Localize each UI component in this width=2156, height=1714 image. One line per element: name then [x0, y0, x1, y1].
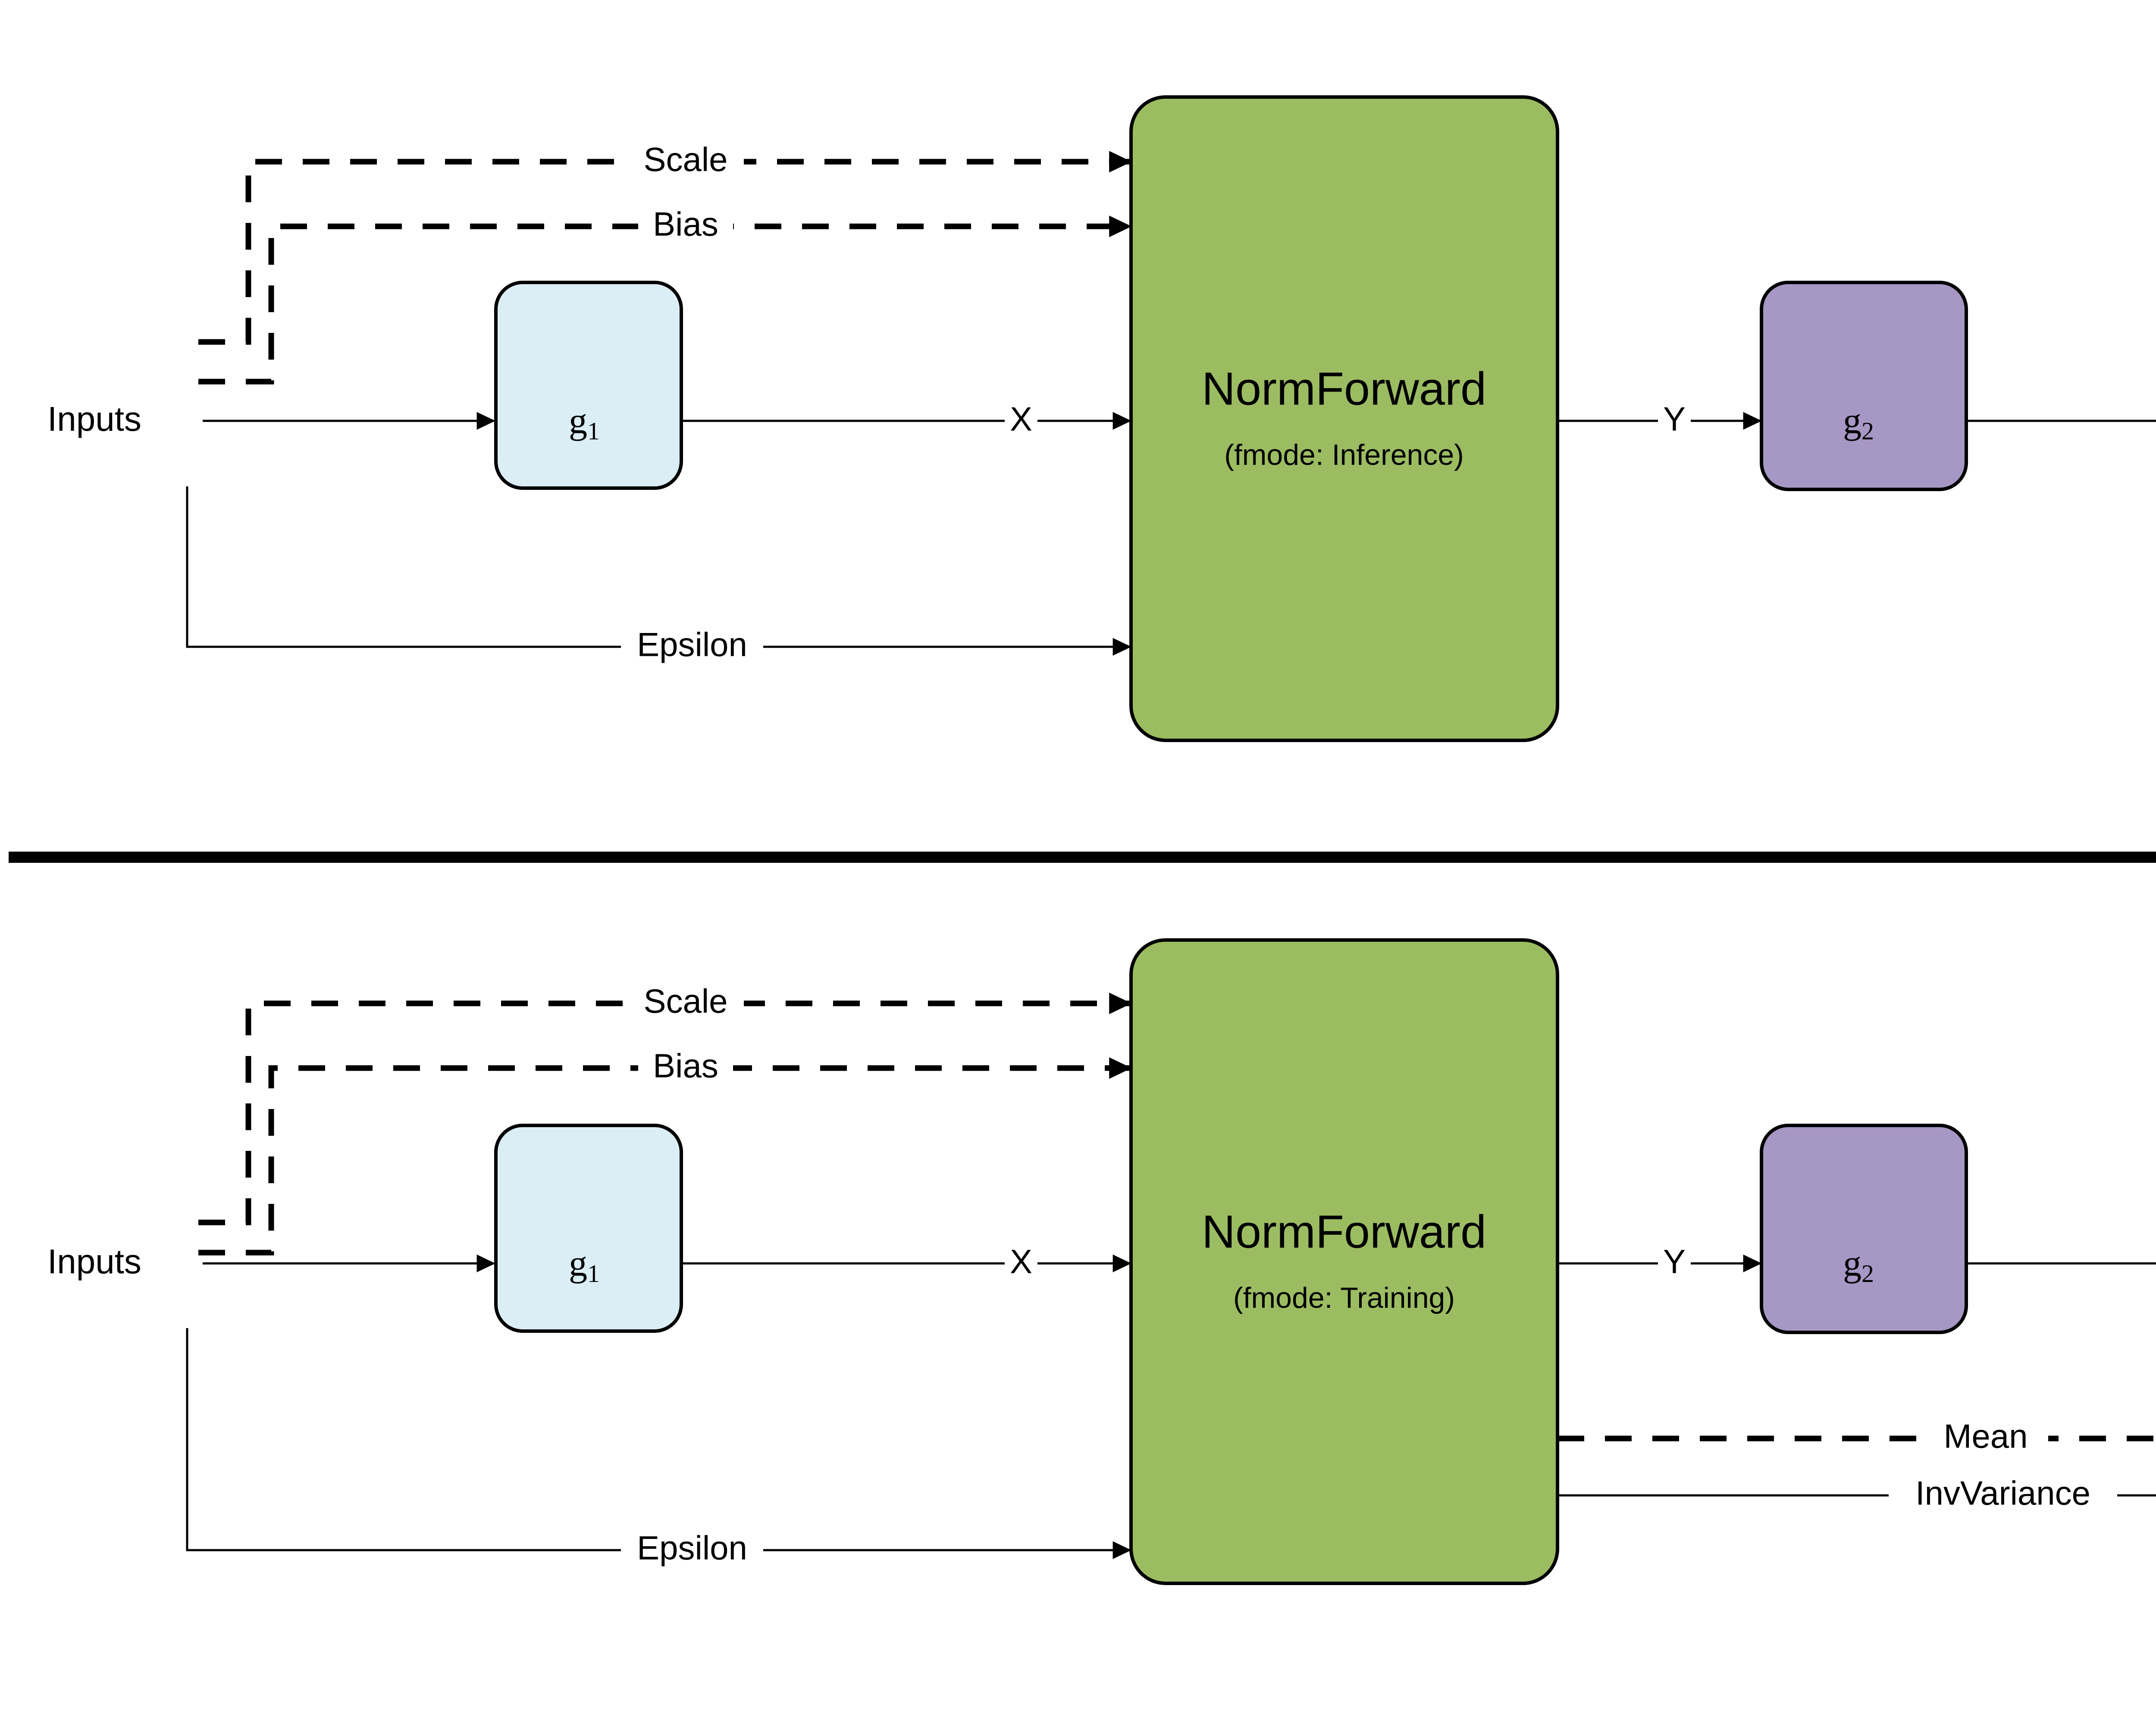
label-y-inference: Y: [1663, 400, 1686, 438]
node-post-inference[interactable]: [1760, 281, 1968, 491]
label-epsilon-training: Epsilon: [637, 1529, 747, 1567]
label-scale-inference: Scale: [643, 141, 727, 179]
label-bias-inference: Bias: [653, 205, 718, 243]
label-pre-node-base: g: [569, 400, 587, 441]
edge-scale-training: [198, 992, 1132, 1225]
edge-epsilon-training: [186, 1328, 1131, 1559]
label-scale-training: Scale: [643, 982, 727, 1020]
label-pre-node-subscript-training: 1: [587, 1260, 600, 1288]
node-pre-training[interactable]: [494, 1124, 683, 1333]
edge-bias-inference: [198, 215, 1132, 385]
label-post-node-training: g2: [1843, 1242, 1874, 1288]
node-normforward-training[interactable]: [1129, 938, 1559, 1585]
label-mean-training: Mean: [1943, 1417, 2028, 1455]
label-normforward-subtitle-training: (fmode: Training): [1233, 1282, 1455, 1314]
label-x-training: X: [1010, 1243, 1032, 1281]
label-x-inference: X: [1010, 400, 1032, 438]
label-epsilon-inference: Epsilon: [637, 626, 747, 664]
node-normforward-inference[interactable]: [1129, 95, 1559, 742]
label-post-node-inference: g2: [1843, 400, 1874, 445]
label-y-training: Y: [1663, 1243, 1686, 1281]
label-normforward-title-inference: NormForward: [1202, 363, 1486, 415]
label-pre-node-inference: g1: [569, 400, 600, 445]
label-post-node-base-training: g: [1843, 1242, 1861, 1284]
node-post-training[interactable]: [1760, 1124, 1968, 1334]
label-post-node-subscript-training: 2: [1861, 1260, 1874, 1288]
label-post-node-subscript: 2: [1861, 417, 1874, 445]
label-pre-node-training: g1: [569, 1242, 600, 1288]
label-pre-node-base-training: g: [569, 1242, 587, 1284]
label-bias-training: Bias: [653, 1047, 718, 1085]
label-normforward-subtitle-inference: (fmode: Inference): [1224, 439, 1464, 471]
label-post-node-base: g: [1843, 400, 1861, 441]
edge-epsilon-inference: [186, 486, 1131, 656]
panel-divider: [9, 852, 2156, 863]
label-invvariance-training: InvVariance: [1915, 1474, 2090, 1512]
label-inputs-inference: Inputs: [47, 400, 141, 438]
label-inputs-training: Inputs: [47, 1242, 141, 1281]
panel-inference: Inputs Scale Bias Epsilon X Y NormForwar…: [47, 95, 2156, 742]
label-pre-node-subscript: 1: [587, 417, 600, 445]
panel-training: Inputs Scale Bias Epsilon X Y Mean InvVa…: [47, 938, 2156, 1585]
node-pre-inference[interactable]: [494, 281, 683, 490]
label-normforward-title-training: NormForward: [1202, 1206, 1486, 1258]
